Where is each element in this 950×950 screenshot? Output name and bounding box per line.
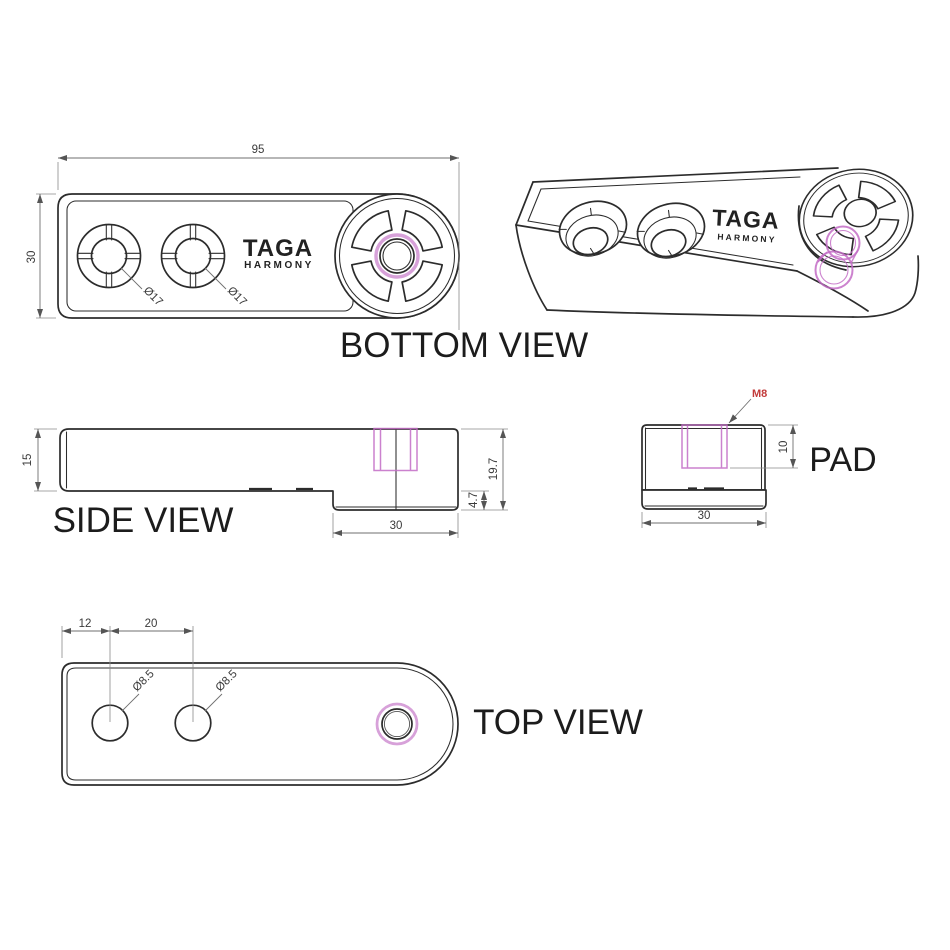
dimension-pad-width-30: 30 bbox=[332, 513, 459, 538]
dimension-offset-12: 12 bbox=[61, 618, 111, 722]
svg-text:4.7: 4.7 bbox=[468, 492, 480, 508]
mount-hole-right bbox=[160, 223, 226, 289]
svg-text:30: 30 bbox=[390, 520, 403, 532]
side-view-label: SIDE VIEW bbox=[53, 501, 234, 540]
iso-body-outline bbox=[532, 167, 839, 183]
dimension-pad-30: 30 bbox=[641, 510, 767, 528]
svg-text:19.7: 19.7 bbox=[488, 458, 500, 480]
side-hidden-thread bbox=[373, 427, 418, 472]
svg-text:30: 30 bbox=[698, 510, 711, 522]
dimension-pad-4-7: 4.7 bbox=[461, 490, 489, 510]
bottom-view: TAGA HARMONY 95 30 bbox=[26, 144, 588, 365]
side-outline bbox=[59, 428, 459, 511]
pad-view-label: PAD bbox=[809, 441, 876, 479]
top-view-label: TOP VIEW bbox=[473, 703, 643, 742]
svg-text:15: 15 bbox=[22, 454, 34, 467]
iso-pad-rim bbox=[797, 205, 847, 271]
mount-hole-left bbox=[76, 223, 142, 289]
iso-pad-disc bbox=[798, 168, 914, 268]
svg-text:10: 10 bbox=[778, 441, 790, 454]
spike-pad-disc bbox=[334, 193, 460, 319]
isometric-view: TAGA HARMONY bbox=[515, 167, 920, 318]
dimension-width-95: 95 bbox=[57, 144, 460, 330]
iso-hidden-thread bbox=[814, 225, 861, 290]
dimension-thread-depth-10: 10 bbox=[730, 424, 798, 469]
svg-text:M8: M8 bbox=[752, 388, 767, 400]
iso-counterbore-left bbox=[558, 200, 628, 257]
pad-hidden-thread bbox=[681, 424, 728, 469]
pad-view: M8 10 30 PAD bbox=[641, 388, 877, 528]
top-thread-boss bbox=[375, 702, 419, 746]
thread-callout-m8: M8 bbox=[728, 388, 767, 424]
thread-highlight-ring bbox=[374, 233, 420, 279]
dimension-pitch-20: 20 bbox=[110, 618, 194, 722]
top-inner-edge bbox=[66, 667, 454, 781]
iso-brand-logo-line2: HARMONY bbox=[717, 232, 777, 245]
dimension-overall-19-7: 19.7 bbox=[461, 428, 508, 511]
side-view: 15 19.7 4.7 30 SIDE VIEW bbox=[22, 427, 508, 540]
svg-text:20: 20 bbox=[145, 618, 158, 630]
bottom-view-label: BOTTOM VIEW bbox=[340, 326, 588, 365]
svg-text:95: 95 bbox=[252, 144, 265, 156]
pad-flange-outline bbox=[641, 489, 767, 510]
pad-body-outline bbox=[641, 424, 766, 491]
top-view: 12 20 Ø8.5 Ø8.5 TOP VIEW bbox=[61, 618, 643, 786]
brand-logo-line1: TAGA bbox=[243, 235, 313, 262]
svg-text:30: 30 bbox=[26, 251, 38, 264]
brand-logo-line2: HARMONY bbox=[244, 260, 314, 271]
dimension-height-30: 30 bbox=[26, 193, 56, 319]
svg-text:12: 12 bbox=[79, 618, 92, 630]
iso-counterbore-right bbox=[636, 202, 706, 259]
dimension-thickness-15: 15 bbox=[22, 428, 57, 492]
iso-brand-logo-line1: TAGA bbox=[712, 204, 781, 233]
top-outline bbox=[61, 662, 459, 786]
